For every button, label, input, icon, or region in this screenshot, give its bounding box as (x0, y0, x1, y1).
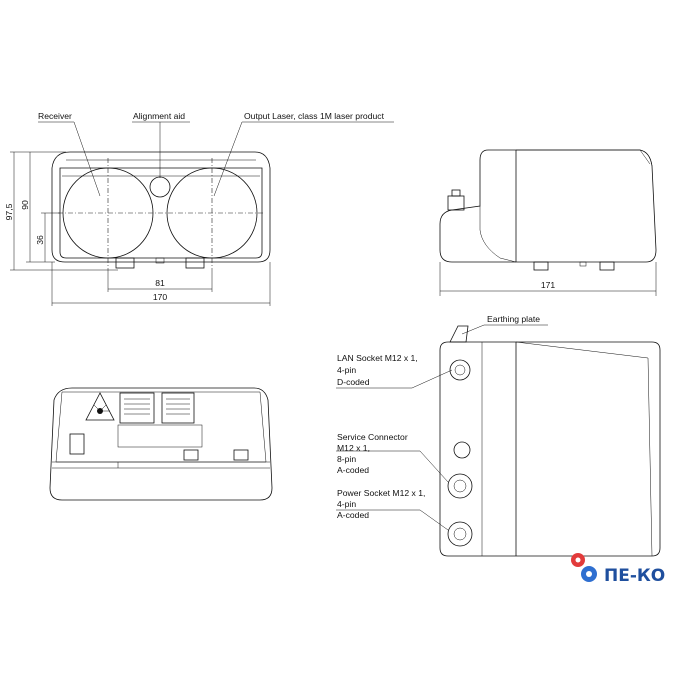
power-socket-line-2: 4-pin (337, 499, 356, 509)
dim-width: 170 (153, 292, 168, 302)
rear-view: Earthing plate LAN Socket M12 x 1, 4-pin… (336, 314, 661, 557)
dim-height-body: 90 (20, 200, 30, 210)
service-connector-line-1: Service Connector (337, 432, 408, 442)
alignment-window-icon (453, 441, 471, 459)
dim-length: 171 (541, 280, 556, 290)
service-connector-line-4: A-coded (337, 465, 369, 475)
lan-socket-line-1: LAN Socket M12 x 1, (337, 353, 418, 363)
vertical-dimensions: 97,5 90 36 (4, 151, 118, 271)
bottom-view (49, 387, 273, 501)
horizontal-dimensions: 81 170 (51, 262, 271, 306)
gear-icon (571, 553, 597, 582)
dim-height-axis: 36 (35, 235, 45, 245)
brand-logo: ПЕ-КО (571, 553, 665, 586)
logo-text: ПЕ-КО (604, 566, 665, 586)
alignment-aid-label: Alignment aid (133, 111, 185, 121)
front-view: Receiver Alignment aid Output Laser, cla… (4, 111, 394, 306)
lan-socket-line-3: D-coded (337, 377, 370, 387)
product-label-1 (119, 392, 155, 424)
dim-lens-spacing: 81 (155, 278, 165, 288)
alignment-aid-lens (149, 176, 171, 198)
power-socket-line-1: Power Socket M12 x 1, (337, 488, 425, 498)
output-laser-label: Output Laser, class 1M laser product (244, 111, 385, 121)
product-label-2 (161, 392, 195, 424)
earthing-plate-label: Earthing plate (487, 314, 540, 324)
power-socket-line-3: A-coded (337, 510, 369, 520)
receiver-label: Receiver (38, 111, 72, 121)
laser-warning-icon (85, 392, 115, 421)
service-connector-line-2: M12 x 1, (337, 443, 370, 453)
lan-socket-icon (449, 359, 471, 381)
service-connector-line-3: 8-pin (337, 454, 356, 464)
dim-height-total: 97,5 (4, 203, 14, 220)
side-view: 171 (439, 149, 657, 296)
lan-socket-line-2: 4-pin (337, 365, 356, 375)
service-connector-icon (447, 473, 473, 499)
power-socket-icon (447, 521, 473, 547)
